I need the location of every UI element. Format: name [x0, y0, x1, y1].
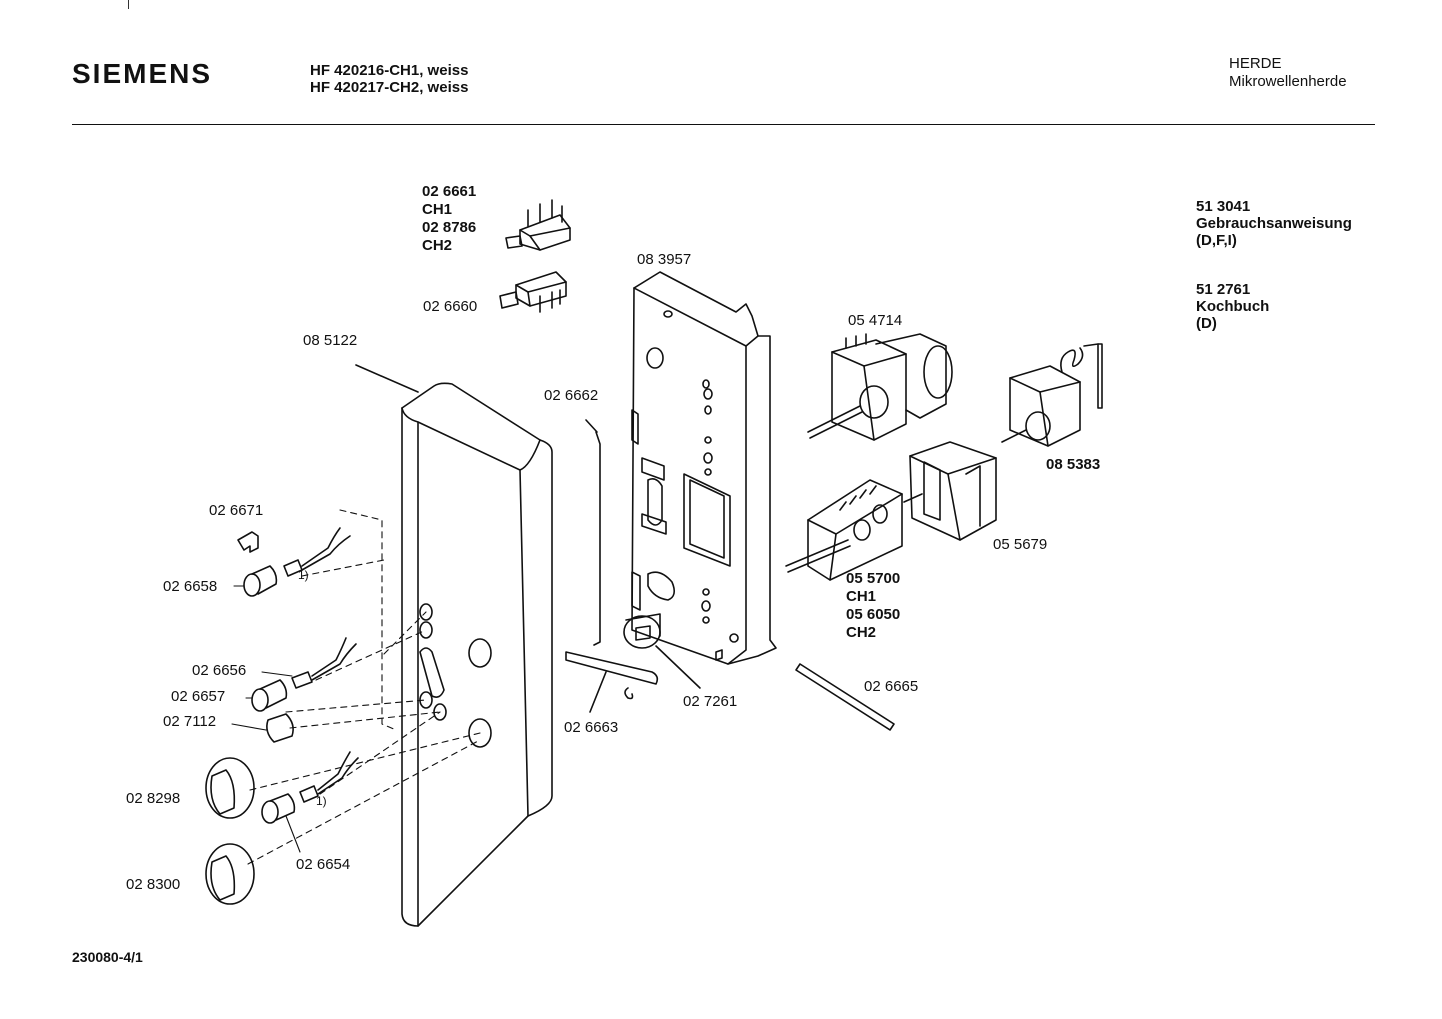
part-variant: CH2 — [422, 237, 453, 254]
part-label: 02 7112 — [163, 713, 217, 730]
part-label: 08 5122 — [303, 332, 358, 349]
shaft-drawing — [795, 663, 895, 731]
part-label: 05 5700 CH1 05 6050 CH2 — [846, 570, 900, 642]
part-number: 05 6050 — [846, 606, 901, 623]
part-label: 02 6671 — [209, 502, 264, 519]
knob-upper-drawing — [205, 757, 255, 819]
rotary-switch-drawing — [785, 479, 903, 581]
part-variant: CH2 — [846, 624, 877, 641]
part-label: 02 6654 — [296, 856, 351, 873]
scan-tick-mark — [128, 0, 129, 9]
side-item-lang: (D,F,I) — [1196, 232, 1237, 249]
lamp-clip-drawing — [237, 531, 259, 553]
part-label: 05 4714 — [848, 312, 903, 329]
lamp-holder-middle-drawing — [251, 637, 357, 743]
side-item-cookbook: 51 2761 Kochbuch (D) — [1196, 281, 1269, 332]
side-item-name: Gebrauchsanweisung — [1196, 215, 1352, 232]
side-item-number: 51 2761 — [1196, 281, 1251, 298]
model-line-2: HF 420217-CH2, weiss — [310, 79, 469, 96]
side-item-manual: 51 3041 Gebrauchsanweisung (D,F,I) — [1196, 198, 1352, 249]
model-list: HF 420216-CH1, weiss HF 420217-CH2, weis… — [310, 62, 468, 96]
side-item-number: 51 3041 — [1196, 198, 1251, 215]
selector-switch-drawing — [903, 441, 997, 541]
part-label: 02 6663 — [564, 719, 619, 736]
thermostat-drawing — [1001, 343, 1103, 447]
part-label: 02 6660 — [423, 298, 478, 315]
part-variant: CH1 — [422, 201, 453, 218]
assembly-lines — [247, 509, 481, 865]
brand-logo: SIEMENS — [72, 58, 213, 89]
category-title: HERDE — [1229, 55, 1282, 72]
part-number: 02 6661 — [422, 183, 477, 200]
leader-lines — [231, 585, 301, 853]
part-label: 02 6658 — [163, 578, 218, 595]
push-switch-drawing — [505, 199, 571, 251]
motor-drawing — [623, 613, 701, 689]
part-label: 08 3957 — [637, 251, 692, 268]
category-subtitle: Mikrowellenherde — [1229, 73, 1347, 90]
side-item-name: Kochbuch — [1196, 298, 1270, 315]
front-panel-drawing — [355, 364, 553, 927]
knob-lower-drawing — [205, 843, 255, 905]
gasket-drawing — [585, 419, 601, 646]
part-label: 05 5679 — [993, 536, 1048, 553]
chassis-plate-drawing — [631, 271, 777, 665]
category-block: HERDE Mikrowellenherde — [1229, 55, 1347, 91]
lamp-holder-drawing — [243, 527, 351, 597]
part-number: 02 8786 — [422, 219, 477, 236]
part-number: 05 5700 — [846, 570, 901, 587]
footnote-marker: 1) — [298, 568, 309, 582]
lever-drawing — [565, 651, 659, 713]
part-label: 02 8298 — [126, 790, 181, 807]
part-variant: CH1 — [846, 588, 877, 605]
model-line-1: HF 420216-CH1, weiss — [310, 62, 469, 79]
part-label: 02 7261 — [683, 693, 738, 710]
side-item-lang: (D) — [1196, 315, 1217, 332]
part-label: 02 6656 — [192, 662, 247, 679]
part-label: 02 6661 CH1 02 8786 CH2 — [422, 183, 476, 255]
lamp-holder-lower-drawing — [261, 751, 359, 824]
footnote-marker: 1) — [316, 794, 327, 808]
part-label: 02 6665 — [864, 678, 919, 695]
document-code: 230080-4/1 — [72, 949, 143, 965]
timer-drawing — [807, 333, 953, 441]
header-divider — [72, 124, 1375, 125]
part-label: 02 6662 — [544, 387, 599, 404]
part-label: 02 8300 — [126, 876, 181, 893]
part-label: 02 6657 — [171, 688, 226, 705]
part-label: 08 5383 — [1046, 456, 1101, 473]
push-switch-small-drawing — [499, 271, 567, 313]
